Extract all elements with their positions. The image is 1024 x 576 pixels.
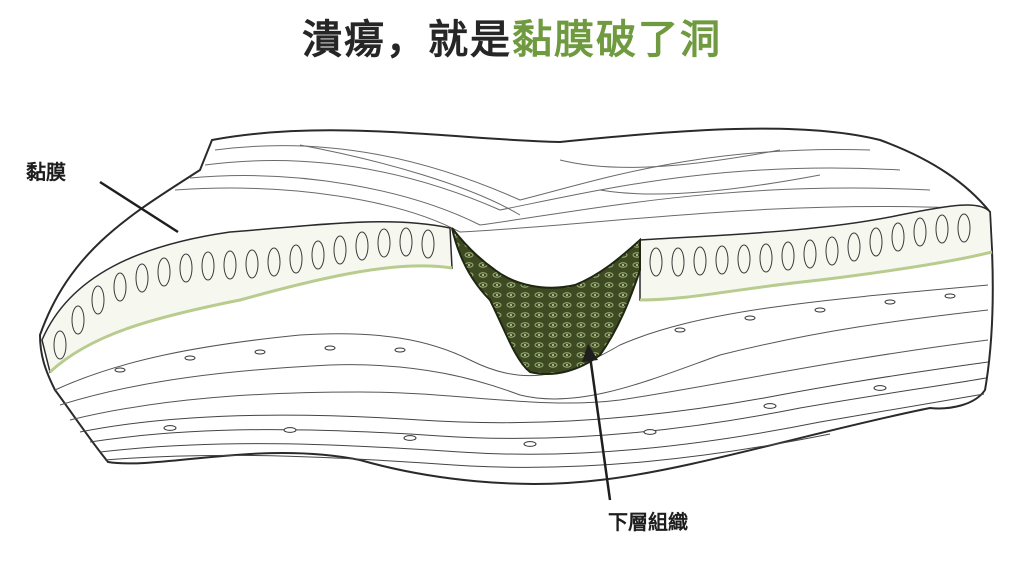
connective-tissue-layer xyxy=(54,284,989,421)
surface-fibers xyxy=(174,144,961,233)
muscle-layer xyxy=(79,361,989,468)
title-prefix: 潰瘍，就是 xyxy=(302,17,512,63)
epithelial-cells-left xyxy=(53,227,435,360)
diagram-title: 潰瘍，就是黏膜破了洞 xyxy=(0,10,1024,70)
tissue-nuclei xyxy=(114,293,956,447)
submucosa-leader-line xyxy=(588,355,612,501)
title-highlight: 黏膜破了洞 xyxy=(512,17,722,63)
epithelial-cells-right xyxy=(649,213,971,277)
submucosa-arrowhead xyxy=(582,344,598,362)
basement-membrane-right xyxy=(639,250,993,302)
basement-membrane-left xyxy=(48,264,453,374)
mucosa-leader-line xyxy=(99,180,179,234)
ulcer-crater xyxy=(451,227,641,376)
label-submucosa: 下層組織 xyxy=(608,510,688,534)
label-mucosa: 黏膜 xyxy=(26,160,66,184)
